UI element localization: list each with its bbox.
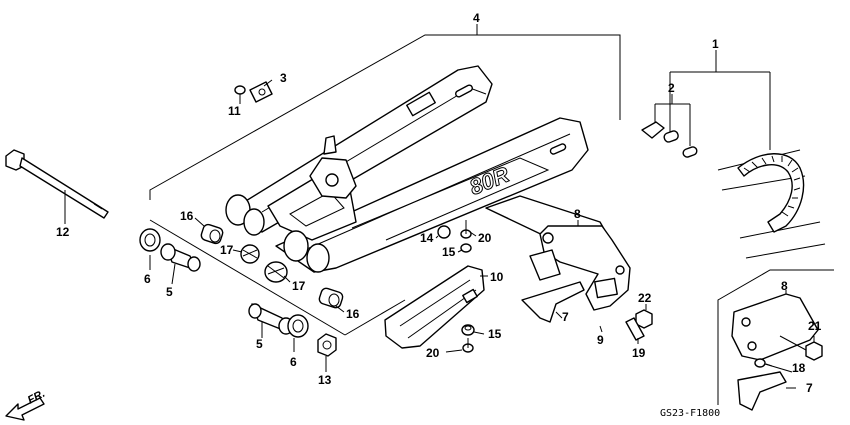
- callout-8-inset: 8: [781, 279, 788, 293]
- callout-10: 10: [490, 270, 504, 284]
- callout-17-lower: 17: [292, 279, 306, 293]
- dust-seal-lower: [287, 314, 309, 338]
- callout-16-upper: 16: [180, 209, 194, 223]
- chain-guide-bracket: [485, 195, 631, 311]
- inset-chain-guide: [731, 293, 819, 411]
- chain-slider: [384, 265, 485, 349]
- callout-7: 7: [562, 310, 569, 324]
- dust-seal-upper: [139, 228, 161, 252]
- callout-6-lower: 6: [290, 355, 297, 369]
- callout-labels: 1 2 3 4 5 5 6 6 7 7 8 8 9 10 11 12 13 14…: [56, 11, 822, 395]
- fastener-bolt-11: [234, 85, 246, 102]
- thrust-bearing-upper: [240, 244, 260, 264]
- callout-17-upper: 17: [220, 243, 234, 257]
- fastener-nut-3: [249, 81, 273, 103]
- fastener-screw-20-upper: [460, 220, 472, 239]
- chain-guide-slipper-front: [521, 249, 585, 323]
- callout-18: 18: [792, 361, 806, 375]
- inset-screw: [754, 358, 793, 373]
- fastener-collar-14: [437, 225, 451, 239]
- pivot-nut: [317, 333, 337, 357]
- callout-20-lower: 20: [426, 346, 440, 360]
- diagram-code: GS23-F1800: [660, 408, 720, 419]
- drive-chain: [669, 50, 826, 259]
- callout-22: 22: [638, 291, 652, 305]
- pivot-collar-lower: [248, 303, 294, 335]
- callout-12: 12: [56, 225, 70, 239]
- callout-20-upper: 20: [478, 231, 492, 245]
- callout-4: 4: [473, 11, 480, 25]
- callout-5-lower: 5: [256, 337, 263, 351]
- fastener-bolt-19: [625, 317, 645, 341]
- fastener-screw-20-lower: [462, 338, 474, 353]
- callout-13: 13: [318, 373, 332, 387]
- front-direction-arrow-icon: FR.: [5, 388, 47, 421]
- callout-8: 8: [574, 207, 581, 221]
- callout-6-upper: 6: [144, 272, 151, 286]
- thrust-bearing-lower: [264, 261, 288, 283]
- swingarm-assembly-outline: [149, 34, 621, 336]
- pivot-collar-upper: [160, 243, 201, 272]
- callout-19: 19: [632, 346, 646, 360]
- callout-11: 11: [228, 104, 241, 118]
- fastener-washer-15-upper: [460, 243, 472, 253]
- callout-3: 3: [280, 71, 287, 85]
- needle-bearing-upper: [200, 223, 224, 245]
- callout-9: 9: [597, 333, 604, 347]
- callout-1: 1: [712, 37, 719, 51]
- needle-bearing-lower: [318, 287, 344, 309]
- callout-2: 2: [668, 81, 675, 95]
- swingarm: 80R: [225, 65, 589, 273]
- inset-frame: [717, 269, 834, 405]
- callout-21: 21: [808, 319, 822, 333]
- callout-16-lower: 16: [346, 307, 360, 321]
- callout-15-upper: 15: [442, 245, 456, 259]
- pivot-bolt: [5, 149, 109, 224]
- callout-15-lower: 15: [488, 327, 502, 341]
- fastener-washer-15-lower: [461, 324, 475, 336]
- leader-lines: [149, 24, 815, 389]
- callout-5-upper: 5: [166, 285, 173, 299]
- callout-14: 14: [420, 231, 434, 245]
- callout-7-inset: 7: [806, 381, 813, 395]
- chain-master-link: [641, 94, 698, 158]
